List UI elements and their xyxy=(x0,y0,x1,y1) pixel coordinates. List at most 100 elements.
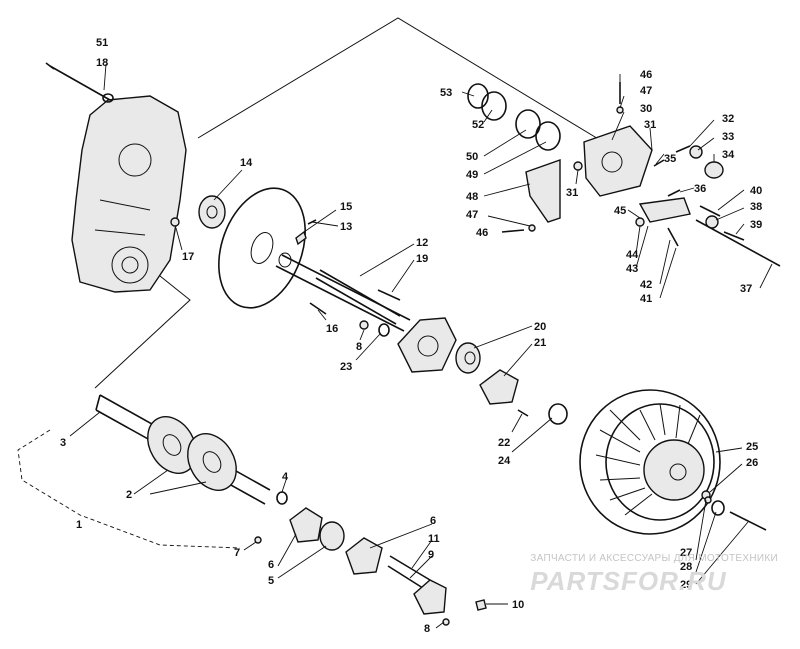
callout-44: 44 xyxy=(626,249,639,261)
callout-23: 23 xyxy=(340,361,352,373)
washer-23 xyxy=(378,323,390,337)
callout-16: 16 xyxy=(326,323,338,335)
callout-26: 26 xyxy=(746,457,758,469)
spring-40 xyxy=(699,205,721,217)
bearing-5 xyxy=(319,521,345,551)
callout-18: 18 xyxy=(96,57,108,69)
callout-25: 25 xyxy=(746,441,758,453)
pin-35 xyxy=(653,159,665,167)
callout-8-upper: 8 xyxy=(356,341,362,353)
callout-22: 22 xyxy=(498,437,510,449)
callout-35: 35 xyxy=(664,153,676,165)
end-plate xyxy=(413,579,447,615)
driven-clutch-25 xyxy=(579,389,721,535)
bolt-16 xyxy=(309,302,327,315)
nut-34 xyxy=(704,161,724,179)
callout-24: 24 xyxy=(498,455,511,467)
callout-41: 41 xyxy=(640,293,652,305)
callout-7: 7 xyxy=(234,547,240,559)
washer-8-lower xyxy=(442,618,450,626)
callout-45: 45 xyxy=(614,205,626,217)
callout-40: 40 xyxy=(750,185,762,197)
rod-37 xyxy=(695,219,781,267)
callout-4: 4 xyxy=(282,471,289,483)
callout-14: 14 xyxy=(240,157,253,169)
callout-19: 19 xyxy=(416,253,428,265)
callout-31-upper: 31 xyxy=(644,119,656,131)
callout-29: 29 xyxy=(680,579,692,591)
watermark-tagline: ЗАПЧАСТИ И АКСЕССУАРЫ ДЛЯ МОТОТЕХНИКИ xyxy=(530,553,778,564)
bearing-flange-upper xyxy=(397,317,457,373)
callout-8-lower: 8 xyxy=(424,623,430,635)
cotter-36 xyxy=(667,189,681,197)
pad-53 xyxy=(467,83,489,109)
brake-disc xyxy=(218,187,306,309)
spring-39 xyxy=(723,231,745,241)
washer-27 xyxy=(704,496,712,504)
assembly-bracket-1 xyxy=(17,429,241,549)
sprocket-14 xyxy=(198,195,226,229)
drive-sprockets-2 xyxy=(147,416,237,491)
watermark: ЗАПЧАСТИ И АКСЕССУАРЫ ДЛЯ МОТОТЕХНИКИ PA… xyxy=(530,553,778,597)
nut-31 xyxy=(573,161,583,171)
key-15 xyxy=(295,230,307,246)
callout-46-bottom: 46 xyxy=(476,227,488,239)
nut-17 xyxy=(170,217,180,227)
callout-42: 42 xyxy=(640,279,652,291)
callout-12: 12 xyxy=(416,237,428,249)
callout-30: 30 xyxy=(640,103,652,115)
bolt-11 xyxy=(389,555,431,581)
jackshaft xyxy=(275,252,411,332)
callout-20: 20 xyxy=(534,321,546,333)
callout-6-left: 6 xyxy=(268,559,274,571)
callout-51: 51 xyxy=(96,37,108,49)
callout-43: 43 xyxy=(626,263,638,275)
watermark-brand-logo: PARTSFOR.RU xyxy=(530,566,727,596)
washer-7 xyxy=(254,536,262,544)
callout-3: 3 xyxy=(60,437,66,449)
callout-31-lower: 31 xyxy=(566,187,578,199)
bolt-9 xyxy=(387,565,427,591)
pad-50 xyxy=(515,109,541,139)
callout-2: 2 xyxy=(126,489,132,501)
washer-18 xyxy=(102,93,114,103)
callout-49: 49 xyxy=(466,169,478,181)
callout-38: 38 xyxy=(750,201,762,213)
callout-53: 53 xyxy=(440,87,452,99)
callout-34: 34 xyxy=(722,149,735,161)
callout-32: 32 xyxy=(722,113,734,125)
seal-4 xyxy=(276,491,288,505)
clip-44 xyxy=(635,217,645,227)
callout-11: 11 xyxy=(428,533,440,545)
flange-6-right xyxy=(345,537,383,575)
lever-45 xyxy=(638,197,691,223)
bolt-29 xyxy=(729,511,767,531)
callout-46-top: 46 xyxy=(640,69,652,81)
pad-52 xyxy=(481,91,507,121)
callout-37: 37 xyxy=(740,283,752,295)
washer-28 xyxy=(711,500,725,516)
callout-52: 52 xyxy=(472,119,484,131)
callout-10: 10 xyxy=(512,599,524,611)
leader-lines xyxy=(69,63,773,629)
nut-10 xyxy=(475,599,487,611)
callout-5: 5 xyxy=(268,575,274,587)
bearing-20 xyxy=(455,342,481,374)
bolt-51 xyxy=(45,62,111,101)
callout-13: 13 xyxy=(340,221,352,233)
callout-36: 36 xyxy=(694,183,706,195)
callout-1: 1 xyxy=(76,519,82,531)
callout-21: 21 xyxy=(534,337,546,349)
callout-28: 28 xyxy=(680,561,692,573)
spring-32 xyxy=(675,145,691,153)
brake-caliper-assembly xyxy=(525,125,653,223)
callout-50: 50 xyxy=(466,151,478,163)
pad-49 xyxy=(535,121,561,151)
washer-24 xyxy=(548,403,568,425)
screw-46-bottom xyxy=(501,229,525,233)
reference-line-top xyxy=(197,17,601,141)
washer-47-bottom xyxy=(528,224,536,232)
key-19 xyxy=(377,289,401,301)
